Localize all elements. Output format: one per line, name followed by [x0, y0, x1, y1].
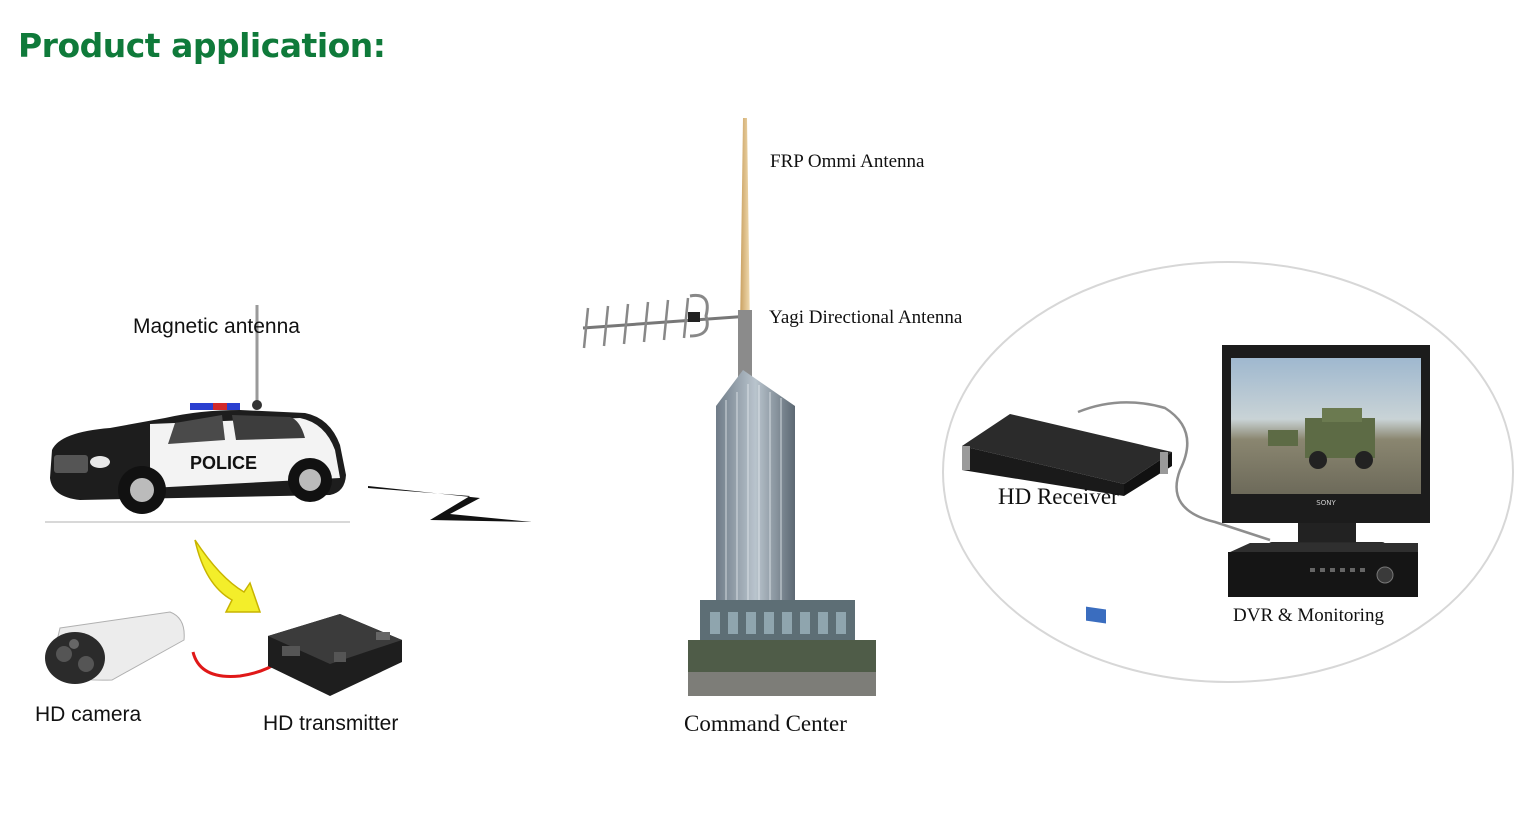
dvr-monitoring-label: DVR & Monitoring	[1233, 605, 1384, 626]
wireless-signal-icon	[368, 486, 532, 522]
hd-receiver-label: HD Receiver	[998, 484, 1119, 509]
frp-antenna-label: FRP Ommi Antenna	[770, 151, 925, 172]
hd-transmitter-label: HD transmitter	[263, 712, 399, 735]
hd-transmitter-icon	[268, 614, 402, 696]
frp-omni-antenna-icon	[740, 118, 750, 330]
dvr-icon	[1228, 543, 1418, 597]
video-cable	[191, 651, 279, 678]
hd-receiver-icon	[962, 414, 1172, 624]
command-center-label: Command Center	[684, 711, 847, 736]
monitor-brand-label: SONY	[1316, 499, 1336, 507]
yagi-antenna-icon	[582, 293, 751, 349]
antenna-mast	[738, 310, 752, 380]
page-title: Product application:	[18, 26, 386, 65]
yagi-antenna-label: Yagi Directional Antenna	[769, 307, 963, 328]
command-center-building-icon	[688, 370, 876, 696]
receiver-cable	[1077, 401, 1271, 542]
monitor-icon: SONY	[1222, 345, 1430, 556]
hd-camera-icon	[45, 611, 185, 684]
receiver-group-outline	[942, 261, 1514, 683]
police-car-icon: POLICE	[45, 305, 350, 523]
hd-camera-label: HD camera	[35, 703, 142, 726]
magnetic-antenna-label: Magnetic antenna	[133, 315, 300, 338]
yellow-arrow-icon	[194, 539, 262, 613]
police-text: POLICE	[190, 453, 257, 473]
